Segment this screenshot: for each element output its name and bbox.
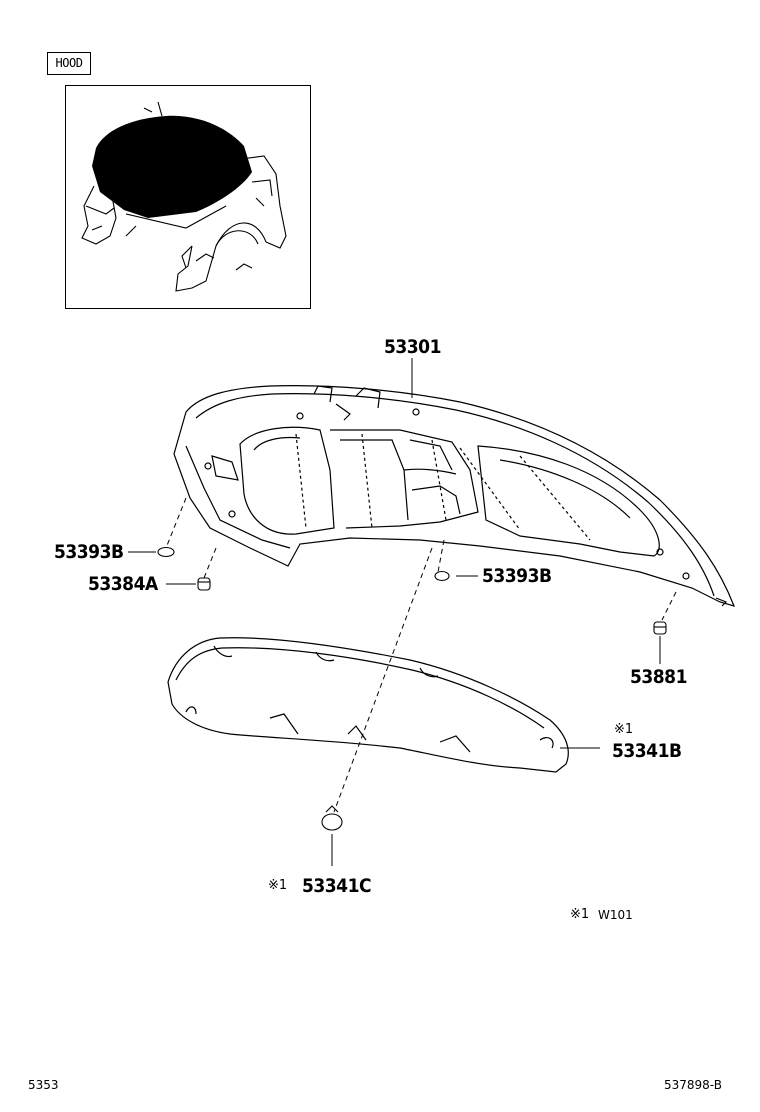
bumper-part [197, 577, 211, 591]
cushion-left-part [157, 546, 175, 558]
diagram-id: 537898-B [664, 1078, 722, 1092]
label-clip: 53341C [302, 875, 372, 897]
hood-insulator [167, 637, 569, 773]
leader-lines [128, 358, 661, 866]
legend-note-mark: ※1 [570, 907, 590, 922]
clip-part [321, 805, 343, 831]
label-insulator: 53341B [612, 740, 682, 762]
legend-note-code: W101 [598, 908, 633, 922]
cushion-center-part [434, 570, 450, 582]
label-stay-holder: 53881 [630, 666, 687, 688]
page-code: 5353 [28, 1078, 59, 1092]
locator-inset [65, 85, 311, 309]
hood-panel [173, 385, 735, 607]
label-hood: 53301 [384, 336, 441, 358]
clip-note-mark: ※1 [268, 878, 288, 893]
vehicle-front-sketch [81, 101, 287, 292]
section-tag-hood: HOOD [47, 52, 91, 75]
install-lines [165, 497, 677, 813]
insulator-note-mark: ※1 [614, 722, 634, 737]
label-cushion-center: 53393B [482, 565, 552, 587]
label-bumper: 53384A [88, 573, 158, 595]
stay-holder-part [653, 621, 667, 635]
label-cushion-left: 53393B [54, 541, 124, 563]
